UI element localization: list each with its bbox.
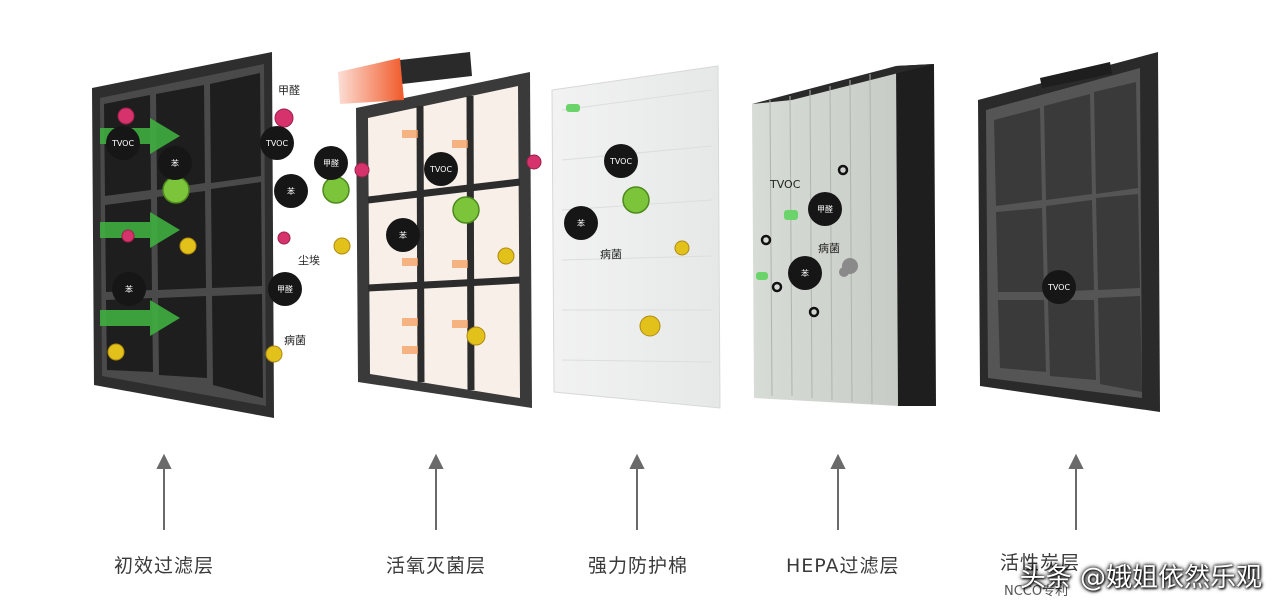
formaldehyde-particles bbox=[566, 104, 798, 280]
badge-tvoc: TVOC bbox=[106, 126, 140, 160]
sterilization-frame bbox=[338, 52, 532, 408]
badge-benzene: 苯 bbox=[386, 218, 420, 252]
virus-particles bbox=[162, 176, 650, 224]
floating-label-germs: 病菌 bbox=[284, 334, 306, 347]
layer-label-primary: 初效过滤层 bbox=[114, 555, 215, 577]
badge-benzene: 苯 bbox=[158, 146, 192, 180]
badge-tvoc: TVOC bbox=[260, 126, 294, 160]
badge-formaldehyde: 甲醛 bbox=[808, 192, 842, 226]
badge-tvoc: TVOC bbox=[604, 144, 638, 178]
layer-sublabel-carbon: NCCO专利 bbox=[1004, 584, 1069, 599]
layer-label-carbon: 活性炭层 bbox=[1000, 552, 1081, 574]
hepa-filter-block bbox=[752, 64, 936, 406]
badge-formaldehyde: 甲醛 bbox=[268, 272, 302, 306]
badge-tvoc: TVOC bbox=[424, 152, 458, 186]
layer-label-sterilization: 活氧灭菌层 bbox=[386, 555, 487, 577]
floating-label-germs: 病菌 bbox=[600, 248, 622, 261]
badge-benzene: 苯 bbox=[788, 256, 822, 290]
floating-label-dust: 尘埃 bbox=[298, 254, 320, 267]
primary-filter-panel bbox=[92, 52, 274, 418]
up-arrows bbox=[156, 453, 1084, 530]
dust-particles bbox=[839, 258, 858, 277]
carbon-filter-panel bbox=[978, 52, 1160, 412]
floating-label-germs: 病菌 bbox=[818, 242, 840, 255]
bacteria-particles bbox=[117, 107, 542, 245]
badge-benzene: 苯 bbox=[564, 206, 598, 240]
floating-label-formaldehyde: 甲醛 bbox=[278, 84, 300, 97]
watermark: 头条 @娥姐依然乐观 bbox=[1019, 563, 1262, 593]
layer-label-cotton: 强力防护棉 bbox=[588, 555, 689, 577]
pollen-particles bbox=[107, 237, 690, 363]
badge-benzene: 苯 bbox=[274, 174, 308, 208]
floating-label-tvoc: TVOC bbox=[770, 178, 801, 191]
badge-tvoc: TVOC bbox=[1042, 270, 1076, 304]
layer-label-hepa: HEPA过滤层 bbox=[786, 555, 900, 577]
badge-formaldehyde: 甲醛 bbox=[314, 146, 348, 180]
badge-benzene: 苯 bbox=[112, 272, 146, 306]
